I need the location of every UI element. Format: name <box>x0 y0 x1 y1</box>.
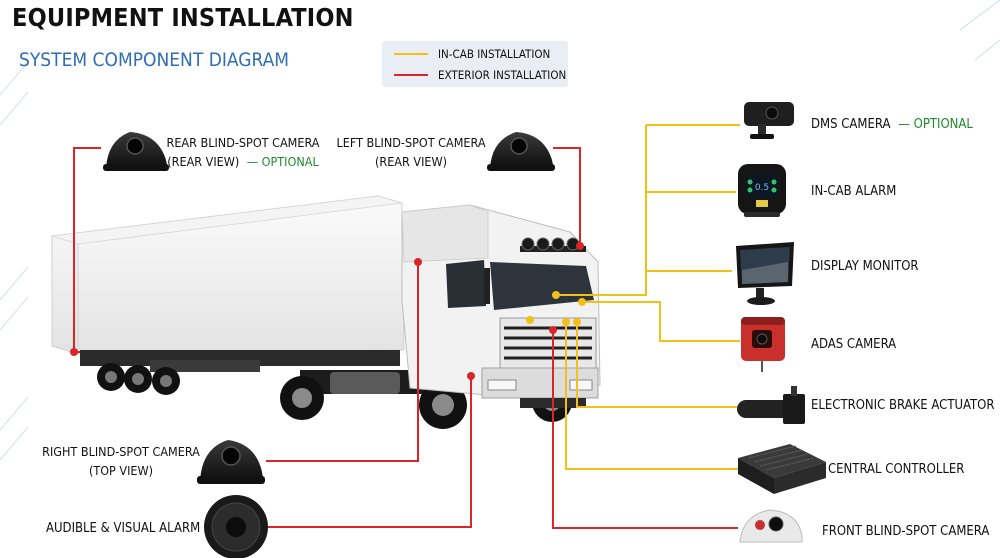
label-left-blind-spot-line1: LEFT BLIND-SPOT CAMERA <box>336 135 485 150</box>
line-central-controller <box>565 322 738 470</box>
dms-camera-optional: — OPTIONAL <box>898 117 973 132</box>
dms-camera-icon <box>744 102 794 139</box>
truck-illustration <box>51 195 601 429</box>
dms-camera-name: DMS CAMERA <box>811 117 891 132</box>
actuator-icon <box>737 386 805 424</box>
label-brake-actuator: ELECTRONIC BRAKE ACTUATOR <box>811 398 995 413</box>
in-cab-line-nodes <box>526 291 586 326</box>
front-camera-icon <box>739 509 803 543</box>
speaker-icon <box>204 495 268 558</box>
line-audible-alarm <box>268 376 472 528</box>
rear-blind-spot-optional: — OPTIONAL <box>247 154 320 169</box>
line-adas-camera <box>582 301 740 342</box>
background-stripes <box>0 0 1000 461</box>
page-subtitle: SYSTEM COMPONENT DIAGRAM <box>19 49 290 71</box>
label-central-controller: CENTRAL CONTROLLER <box>828 462 964 477</box>
rear-blind-spot-view: (REAR VIEW) <box>167 154 239 169</box>
label-dms-camera: DMS CAMERA — OPTIONAL <box>811 117 973 132</box>
monitor-icon <box>736 242 794 305</box>
trailer-wheels <box>97 363 180 395</box>
line-left-blind-spot <box>553 147 581 246</box>
label-display-monitor: DISPLAY MONITOR <box>811 259 919 274</box>
label-audible-alarm: AUDIBLE & VISUAL ALARM <box>46 521 200 536</box>
controller-box-icon <box>738 444 826 494</box>
right-blind-spot-camera-icon <box>197 440 265 484</box>
exterior-lines <box>73 147 738 529</box>
label-in-cab-alarm: IN-CAB ALARM <box>811 184 896 199</box>
line-right-blind-spot <box>266 262 419 462</box>
in-cab-lines <box>556 124 740 470</box>
legend: IN-CAB INSTALLATION EXTERIOR INSTALLATIO… <box>382 41 568 87</box>
exterior-line-nodes <box>70 242 584 380</box>
legend-exterior-label: EXTERIOR INSTALLATION <box>438 68 567 82</box>
label-rear-blind-spot-line1: REAR BLIND-SPOT CAMERA <box>167 135 320 150</box>
rear-blind-spot-camera-icon <box>103 132 169 171</box>
legend-in-cab: IN-CAB INSTALLATION <box>394 47 550 61</box>
label-adas-camera: ADAS CAMERA <box>811 337 896 352</box>
alarm-screen-value: 0.5 <box>755 183 769 193</box>
alarm-display-icon: 0.5 <box>738 164 786 217</box>
label-front-blind-spot: FRONT BLIND-SPOT CAMERA <box>822 524 989 539</box>
front-grille <box>499 317 597 369</box>
line-front-blind-spot <box>552 330 738 529</box>
label-right-blind-spot-line1: RIGHT BLIND-SPOT CAMERA <box>42 444 200 459</box>
page-title: EQUIPMENT INSTALLATION <box>12 3 354 32</box>
line-bus <box>556 271 647 296</box>
legend-exterior-swatch <box>394 74 428 76</box>
label-right-blind-spot-line2: (TOP VIEW) <box>89 463 153 478</box>
line-brake-actuator <box>576 322 737 408</box>
legend-in-cab-swatch <box>394 53 428 55</box>
label-left-blind-spot-line2: (REAR VIEW) <box>375 154 447 169</box>
label-rear-blind-spot-line2: (REAR VIEW) — OPTIONAL <box>167 154 319 169</box>
legend-in-cab-label: IN-CAB INSTALLATION <box>438 47 551 61</box>
windshield <box>490 262 594 310</box>
legend-exterior: EXTERIOR INSTALLATION <box>394 68 566 82</box>
left-blind-spot-camera-icon <box>487 132 555 171</box>
adas-camera-icon <box>741 317 785 372</box>
